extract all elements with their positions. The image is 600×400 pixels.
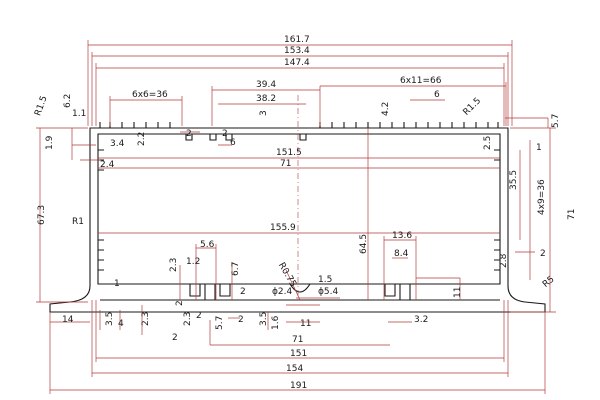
dim-2-d: 2 xyxy=(172,333,178,343)
dimension-lines xyxy=(36,40,556,394)
dim-2-4: 2.4 xyxy=(100,160,115,170)
dim-4x9: 4x9=36 xyxy=(537,179,547,215)
dim-155-9: 155.9 xyxy=(270,223,296,233)
dim-2-e: 2 xyxy=(175,300,185,306)
dim-3-4: 3.4 xyxy=(110,139,125,149)
dim-r0-75: R0.75 xyxy=(276,261,298,289)
dim-1-6: 1.6 xyxy=(271,315,281,330)
dim-2-2: 2.2 xyxy=(137,132,147,146)
dim-71-top: 71 xyxy=(280,159,291,169)
dim-6-mid: 6 xyxy=(230,138,236,148)
profile-outline xyxy=(49,122,546,313)
dim-4-left: 4 xyxy=(118,319,124,329)
dim-147-4: 147.4 xyxy=(284,58,310,68)
dim-11-mid: 11 xyxy=(300,319,311,329)
dim-2-mid2: 2 xyxy=(222,129,228,139)
dim-r1-5-right: R1.5 xyxy=(462,96,484,118)
dim-3-5: 3.5 xyxy=(105,312,115,326)
dim-5-7: 5.7 xyxy=(215,316,225,330)
dim-2-8: 2.8 xyxy=(499,253,509,268)
dim-5-6: 5.6 xyxy=(200,240,215,250)
dim-2-b: 2 xyxy=(196,311,202,321)
dim-13-6: 13.6 xyxy=(392,231,412,241)
dim-1-2: 1.2 xyxy=(186,257,200,267)
dim-35-5: 35.5 xyxy=(509,170,519,190)
left-wall-slots xyxy=(98,149,104,271)
inner-cavity xyxy=(97,133,501,285)
dim-11-right: 11 xyxy=(453,287,463,298)
dim-6-7: 6.7 xyxy=(231,262,241,276)
dim-2-c: 2 xyxy=(238,315,244,325)
dim-6x11: 6x11=66 xyxy=(400,76,442,86)
dim-151: 151 xyxy=(290,349,307,359)
dim-71-bottom: 71 xyxy=(292,335,303,345)
dim-8-4: 8.4 xyxy=(394,249,409,259)
dim-r1-5-left: R1.5 xyxy=(33,95,49,118)
top-fins xyxy=(99,122,499,128)
dim-2-right: 2 xyxy=(540,249,546,259)
dim-151-5: 151.5 xyxy=(276,148,302,158)
top-slots xyxy=(185,134,307,141)
dim-1-right: 1 xyxy=(536,143,542,153)
dim-67-3: 67.3 xyxy=(37,205,47,225)
dim-38-2: 38.2 xyxy=(256,94,276,104)
dim-191: 191 xyxy=(290,381,307,391)
dim-153-4: 153.4 xyxy=(284,46,310,56)
dim-phi5-4: ϕ5.4 xyxy=(318,287,339,297)
dim-3-top: 3 xyxy=(259,110,269,116)
dim-2-3: 2.3 xyxy=(169,258,179,272)
dim-phi2-4: ϕ2.4 xyxy=(272,287,293,297)
dim-2-3c: 2.3 xyxy=(183,312,193,326)
dim-3-2: 3.2 xyxy=(414,315,428,325)
dim-71-right: 71 xyxy=(567,209,577,220)
dim-161-7: 161.7 xyxy=(284,35,310,45)
dim-2-5: 2.5 xyxy=(483,136,493,150)
dim-1-9: 1.9 xyxy=(45,135,55,150)
dim-1-5: 1.5 xyxy=(318,275,332,285)
dim-2-a: 2 xyxy=(240,287,246,297)
bottom-boss-mid xyxy=(289,283,311,293)
dim-1-1: 1.1 xyxy=(72,109,86,119)
dimension-labels: 161.7 153.4 147.4 6x6=36 39.4 38.2 6x11=… xyxy=(33,35,577,391)
dim-r5: R5 xyxy=(541,275,557,290)
dim-64-5: 64.5 xyxy=(359,234,369,254)
dim-2-3b: 2.3 xyxy=(141,312,151,326)
dim-r1: R1 xyxy=(72,217,84,227)
dim-6-top: 6 xyxy=(434,90,440,100)
dim-4-2: 4.2 xyxy=(381,102,391,116)
dim-5-7-right: 5.7 xyxy=(551,114,561,128)
right-wall-slots xyxy=(494,149,500,271)
dim-14: 14 xyxy=(62,315,74,325)
dim-2-mid: 2 xyxy=(186,129,192,139)
dim-39-4: 39.4 xyxy=(256,80,276,90)
dim-6-2: 6.2 xyxy=(63,94,73,108)
dim-6x6: 6x6=36 xyxy=(132,90,168,100)
dim-1-left: 1 xyxy=(114,279,120,289)
dim-154: 154 xyxy=(286,364,303,374)
dim-3-5b: 3.5 xyxy=(259,312,269,326)
bottom-boss-right xyxy=(384,284,411,301)
